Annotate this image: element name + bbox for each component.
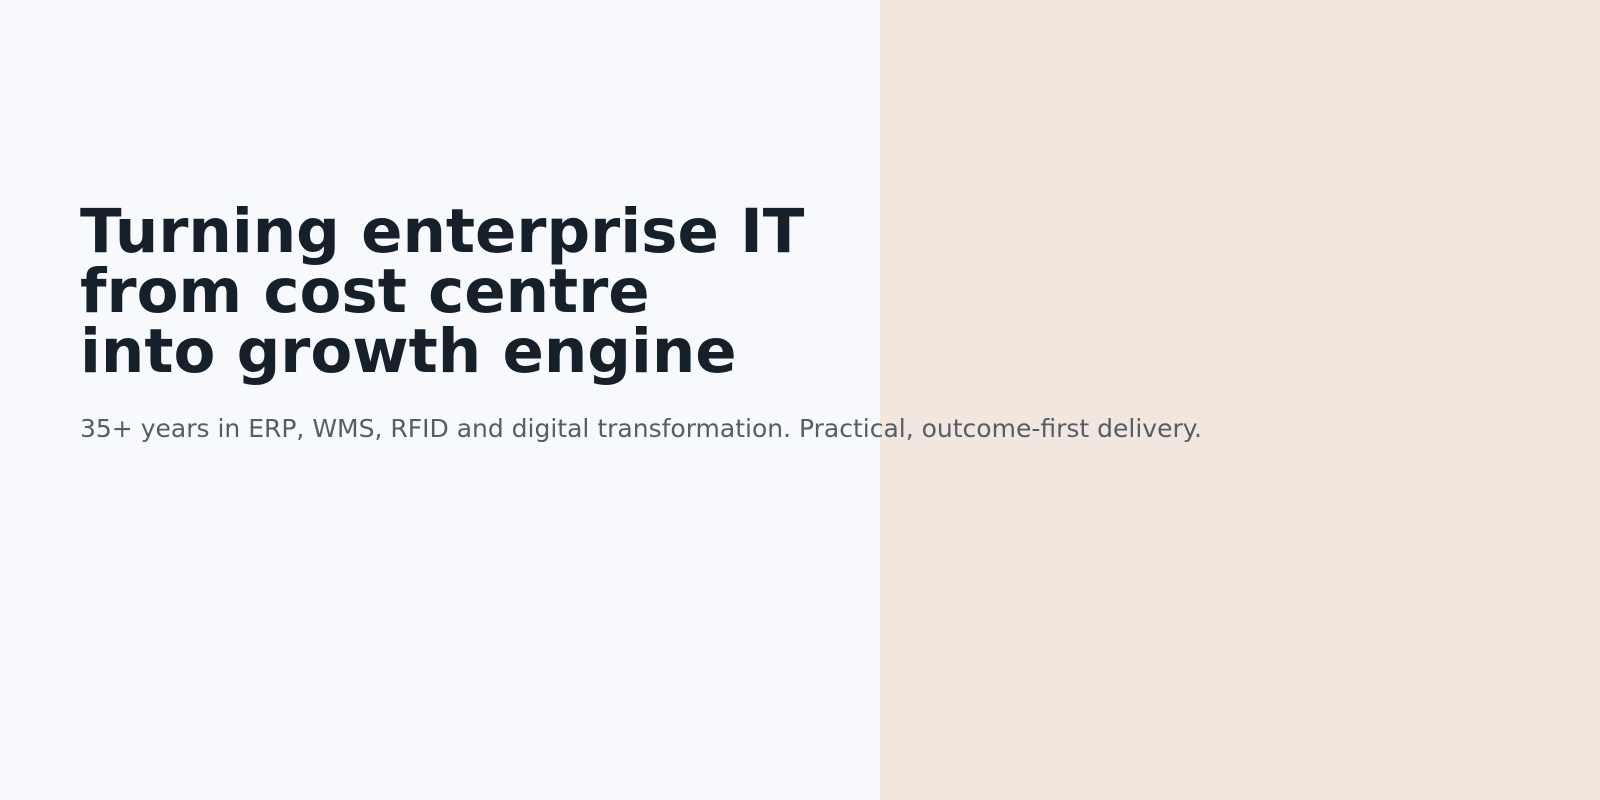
- hero-subtitle: 35+ years in ERP, WMS, RFID and digital …: [80, 414, 1202, 443]
- hero-title: Turning enterprise IT from cost centre i…: [80, 196, 1540, 387]
- hero-content: Turning enterprise IT from cost centre i…: [80, 196, 1540, 446]
- hero-title-line-3: into growth engine: [80, 316, 737, 387]
- hero-title-line-1: Turning enterprise IT: [80, 196, 805, 267]
- hero-left-panel: [0, 0, 880, 800]
- hero-title-line-2: from cost centre: [80, 256, 650, 327]
- hero-image-panel: [880, 0, 1600, 800]
